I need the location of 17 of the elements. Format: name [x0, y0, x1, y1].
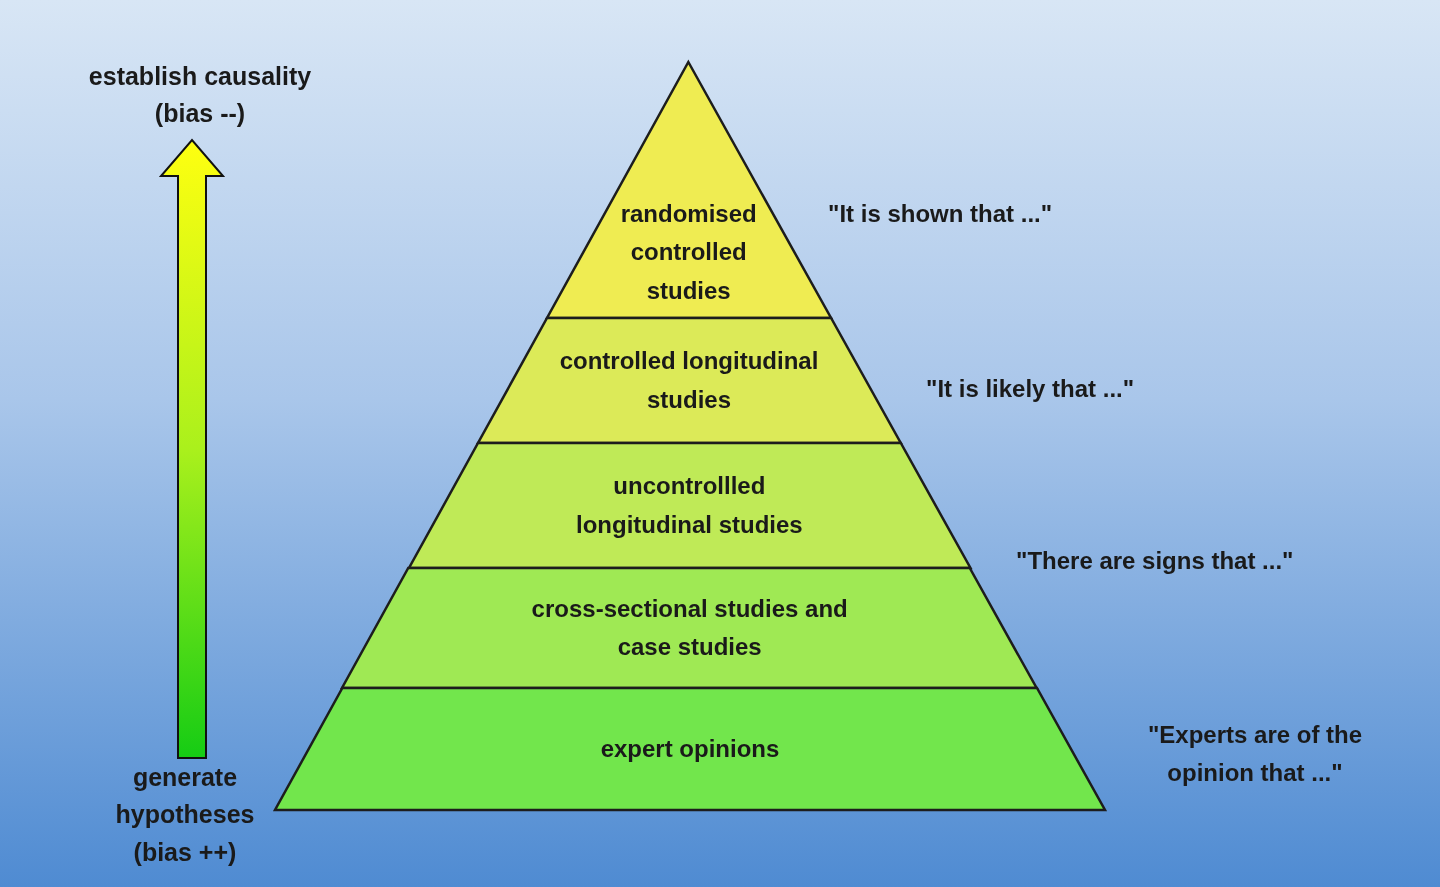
- pyramid-tier: [477, 318, 901, 443]
- pyramid-tier: [342, 568, 1037, 688]
- quote-text: "There are signs that ...": [1016, 546, 1294, 576]
- tier-label: randomised controlled studies: [619, 198, 758, 306]
- tier-label: cross-sectional studies and case studies: [530, 593, 849, 662]
- quote-text: "Experts are of the opinion that ...": [1146, 720, 1364, 789]
- quote-text: "It is likely that ...": [926, 374, 1135, 404]
- pyramid-tier: [275, 688, 1105, 810]
- tier-label: controlled longitudinal studies: [558, 346, 820, 415]
- quote-text: "It is shown that ...": [828, 199, 1053, 229]
- axis-label: establish causality (bias --): [70, 50, 330, 140]
- tier-label: uncontrollled longitudinal studies: [575, 471, 804, 540]
- tier-label: expert opinions: [600, 733, 780, 764]
- pyramid-tier: [546, 62, 831, 318]
- axis-label: generate hypotheses (bias ++): [95, 758, 275, 872]
- gradient-arrow: [158, 138, 226, 759]
- pyramid-tier: [408, 443, 971, 568]
